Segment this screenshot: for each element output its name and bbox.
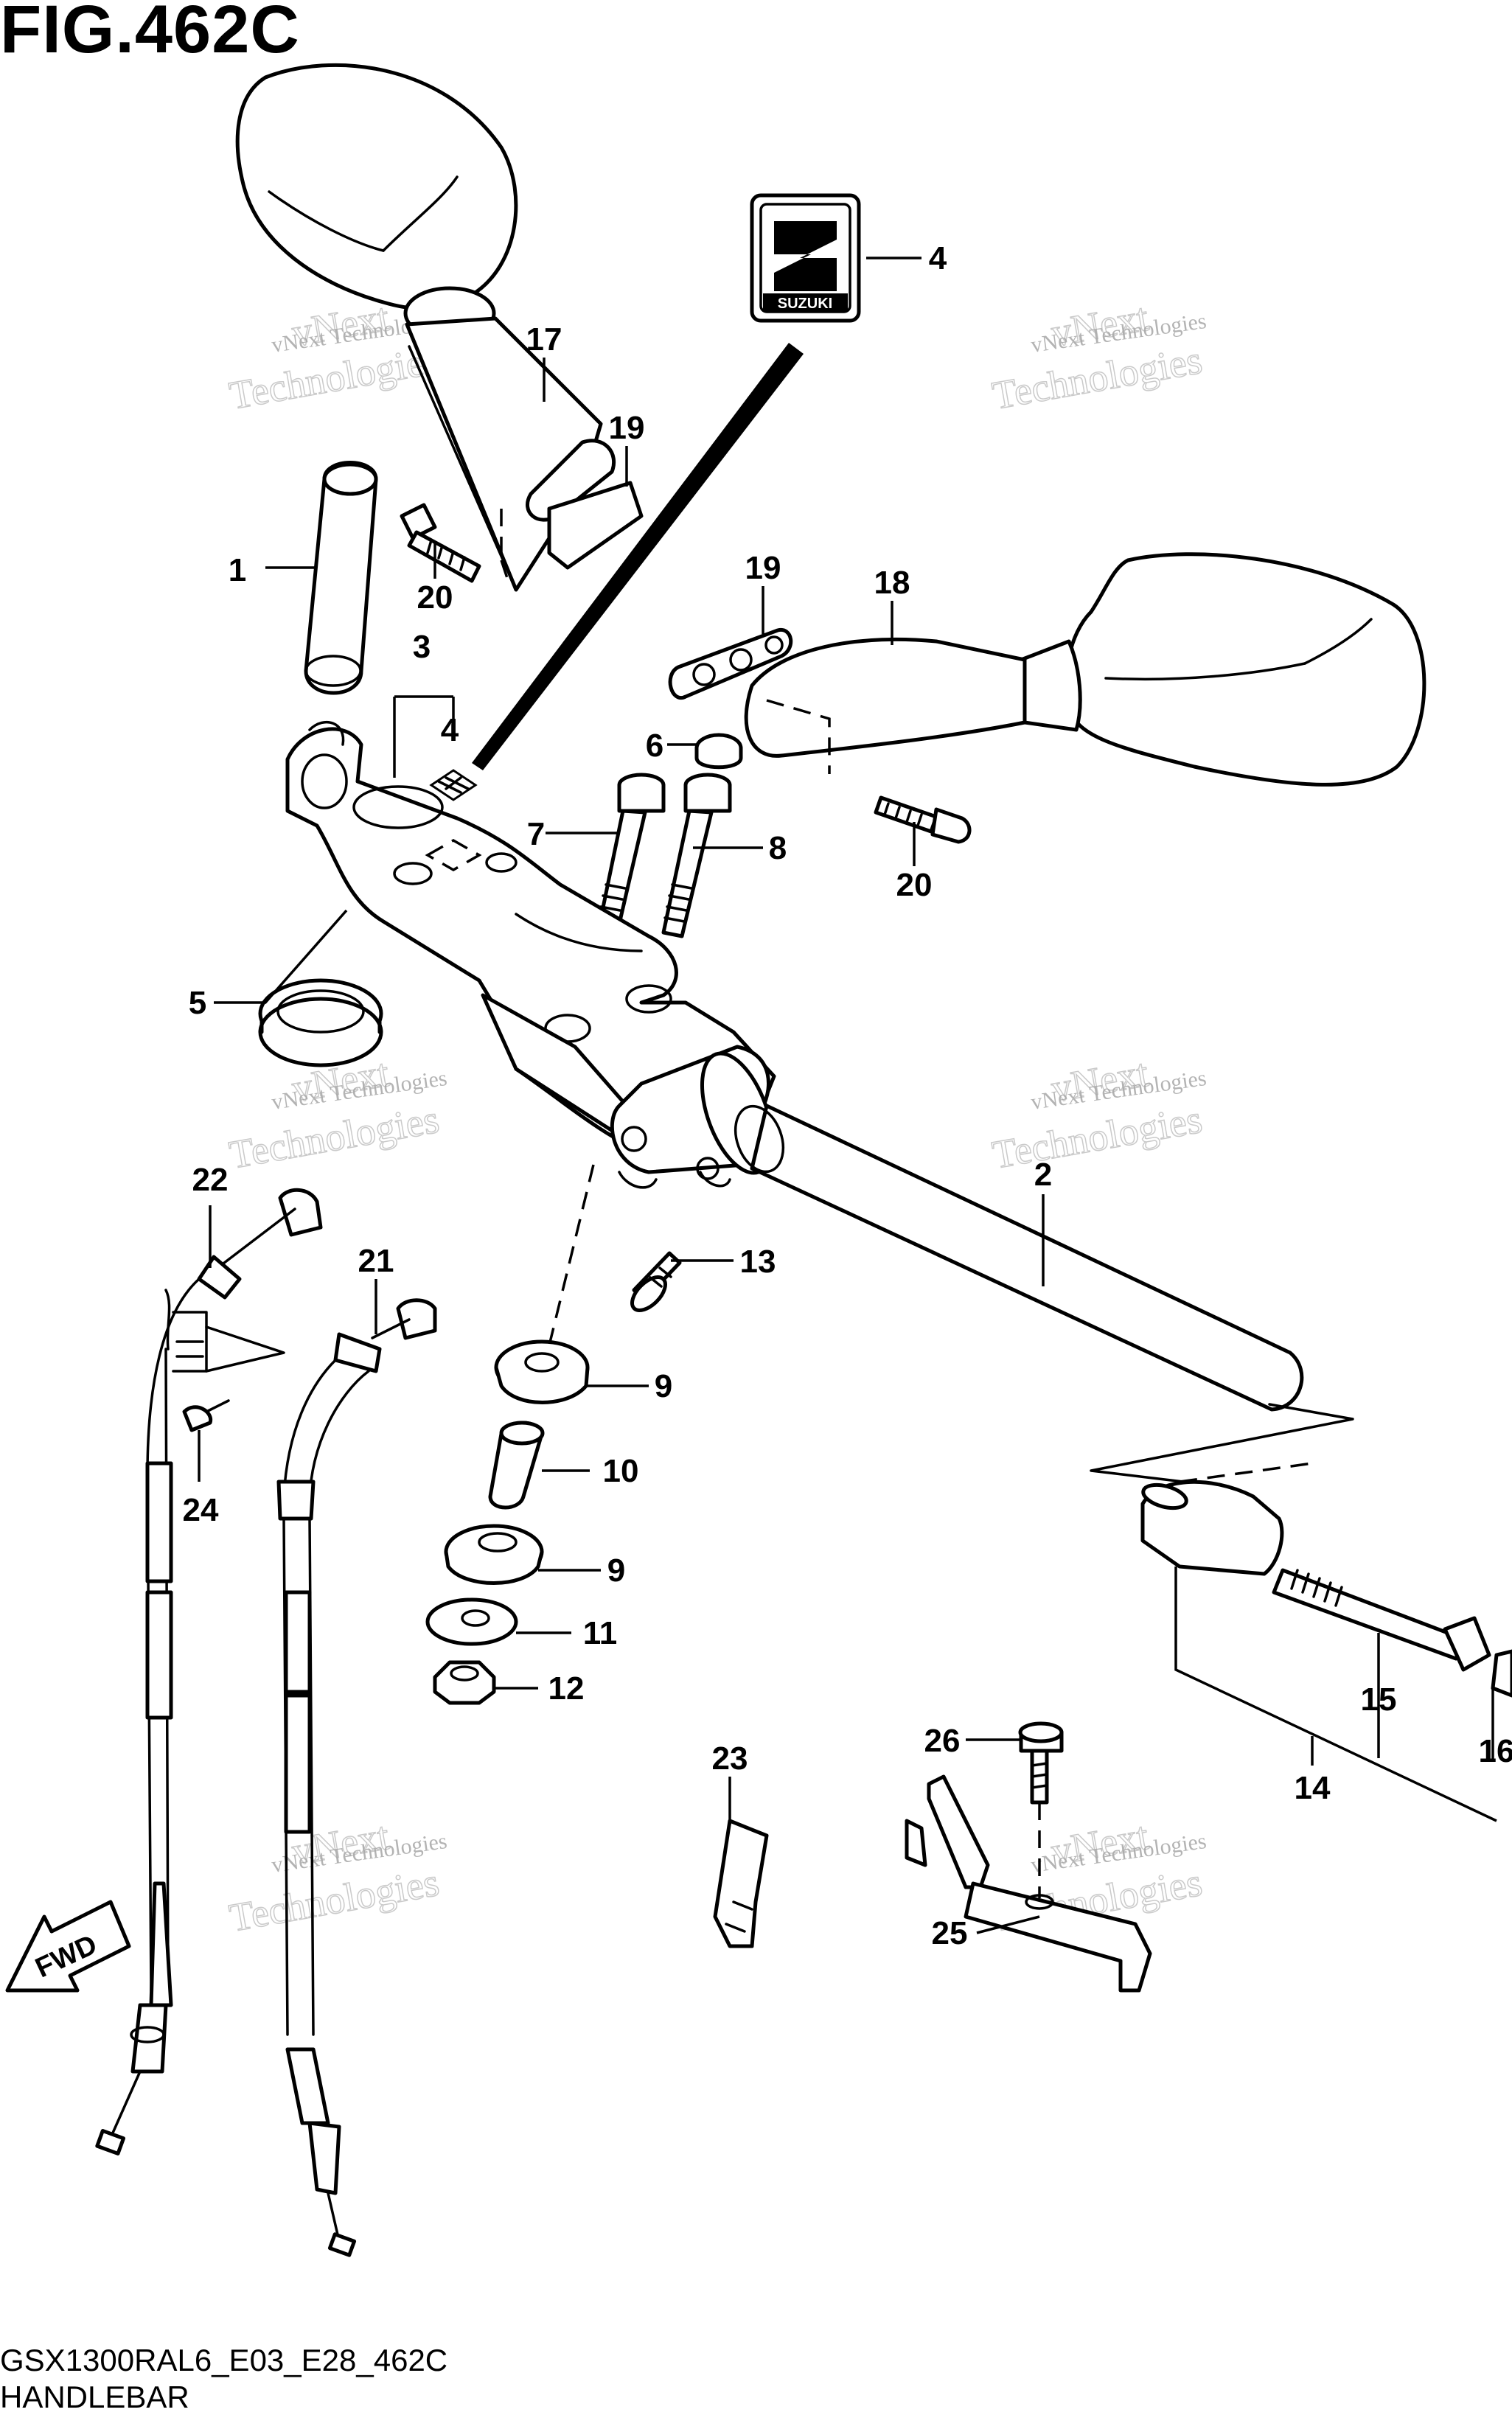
svg-text:vNext: vNext [1048,295,1152,355]
callout-10: 10 [603,1453,639,1489]
svg-text:Technologies: Technologies [226,1097,442,1177]
svg-text:vNext: vNext [1048,1813,1152,1874]
callout-1: 1 [229,552,246,588]
nut [433,1660,496,1705]
damper-grommet-upper [494,1339,590,1404]
callout-2: 2 [1034,1157,1052,1193]
clamp-23 [713,1819,769,1948]
damper-collar [488,1421,545,1510]
throttle-cable-22 [95,1188,323,2156]
throttle-cable-21 [276,1298,437,2257]
callout-9a: 9 [655,1368,672,1404]
figure-title: FIG.462C [0,0,300,67]
callout-5: 5 [189,985,206,1021]
callout-21: 21 [358,1243,394,1279]
callout-17: 17 [526,321,562,358]
callout-4a: 4 [929,240,947,276]
bolt-20-right [874,795,972,844]
callout-20b: 20 [896,867,933,903]
mirror-mount-plate-right [668,628,793,700]
bolt-7 [595,773,666,942]
forward-direction-arrow: FWD [5,1900,131,1993]
bar-end-weight [1140,1480,1512,1698]
callout-labels: 1 2 3 4 4 5 6 7 8 9 9 10 11 12 13 14 15 … [183,240,1512,1951]
callout-15: 15 [1361,1682,1397,1718]
callout-18: 18 [874,565,910,601]
callout-3: 3 [413,629,431,665]
screw-24 [182,1399,230,1432]
bolt-20-left [400,503,481,583]
bolt-13 [630,1251,682,1312]
watermark-top-right: vNext Technologies vNext Technologies [989,294,1208,419]
washer [425,1597,518,1646]
watermark-mid-right: vNext Technologies vNext Technologies [989,1050,1208,1178]
section-name: HANDLEBAR [0,2380,189,2414]
callout-14: 14 [1295,1770,1331,1806]
callout-24: 24 [183,1492,219,1528]
callout-19b: 19 [745,550,781,586]
callout-11: 11 [583,1615,618,1651]
callout-26: 26 [924,1723,961,1759]
steering-seal-ring [258,978,383,1067]
callout-7: 7 [527,816,545,852]
watermark-bottom-left: vNext Technologies vNext Technologies [226,1813,449,1941]
handlebar-grip-left [304,461,378,695]
callout-16: 16 [1479,1733,1512,1769]
callout-4b: 4 [441,712,459,748]
svg-text:Technologies: Technologies [989,338,1205,418]
suzuki-badge: SUZUKI [750,193,861,323]
callout-13: 13 [740,1244,776,1280]
svg-text:vNext: vNext [289,295,392,355]
callout-6: 6 [646,728,663,764]
badge-text: SUZUKI [778,296,832,312]
callout-20a: 20 [417,579,453,616]
callout-25: 25 [932,1915,968,1951]
left-mirror [235,63,644,592]
bracket-25 [905,1774,1152,1993]
plug-cap [694,733,743,770]
callout-23: 23 [712,1740,748,1777]
damper-grommet-lower [444,1524,544,1585]
callout-9b: 9 [607,1552,625,1589]
callout-22: 22 [192,1162,229,1198]
model-code: GSX1300RAL6_E03_E28_462C [0,2343,448,2377]
leader-lines [198,257,1497,1934]
callout-8: 8 [769,830,787,866]
cable-guide-bracket [172,1311,285,1373]
badge-location-arrow [472,343,804,770]
badge-location-patch [429,769,478,801]
handlebar-pipe [734,1104,1354,1483]
callout-19a: 19 [609,410,645,446]
bolt-26 [1018,1721,1064,1898]
callout-12: 12 [548,1670,585,1707]
right-mirror [744,552,1426,787]
damper-alignment-line [548,1164,595,1346]
svg-text:Technologies: Technologies [989,1097,1205,1177]
svg-text:vNext: vNext [1048,1050,1152,1111]
bolt-8 [661,773,732,938]
watermark-mid-left: vNext Technologies vNext Technologies [226,1050,449,1178]
svg-text:Technologies: Technologies [226,1860,442,1940]
